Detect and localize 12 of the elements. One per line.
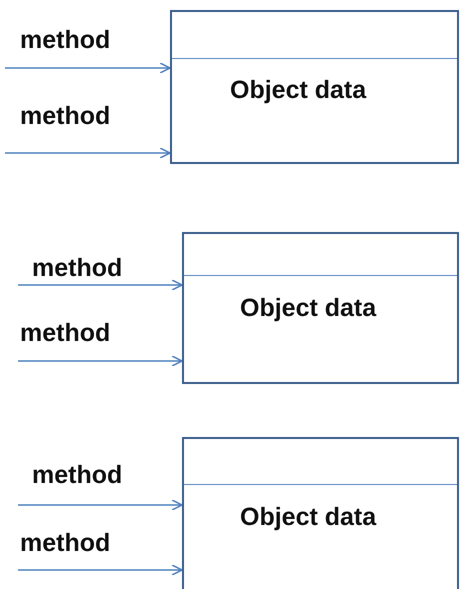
object-box	[170, 10, 459, 164]
arrow	[18, 355, 183, 367]
arrow	[18, 564, 183, 576]
object-box	[182, 232, 459, 384]
arrow	[5, 62, 171, 74]
arrow	[18, 499, 183, 511]
box-label: Object data	[240, 503, 376, 532]
arrow	[18, 279, 183, 291]
box-label: Object data	[240, 294, 376, 323]
object-box	[182, 437, 459, 589]
arrow	[5, 147, 171, 159]
box-label: Object data	[230, 76, 366, 105]
